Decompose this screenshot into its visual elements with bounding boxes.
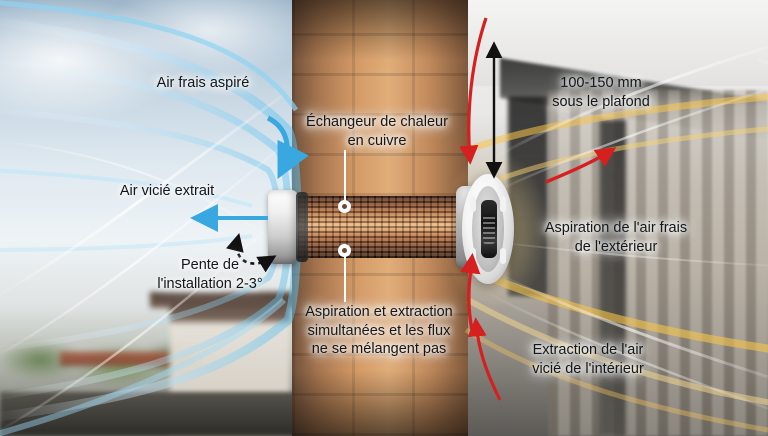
outer-grille-ring xyxy=(296,192,308,262)
copper-heat-exchanger xyxy=(290,196,472,258)
leader-line-top xyxy=(344,150,346,208)
label-heat-exchanger: Échangeur de chaleur en cuivre xyxy=(306,114,448,149)
label-fresh-air-in: Air frais aspiré xyxy=(156,75,250,91)
vent-slot-bottom xyxy=(470,248,476,264)
label-simultaneous-flows: Aspiration et extraction simultanées et … xyxy=(305,304,453,358)
vent-slot-right-top xyxy=(500,196,506,212)
vent-display-text xyxy=(483,214,495,244)
connector-pin-top xyxy=(338,200,351,213)
label-slope: Pente de l'installation 2-3° xyxy=(157,257,263,292)
wall-bottom-shadow xyxy=(292,370,468,436)
outer-end-cap xyxy=(268,190,298,264)
vent-slot-top xyxy=(470,196,476,212)
ground xyxy=(0,392,300,436)
outdoor-scene xyxy=(0,0,310,436)
sky xyxy=(0,0,300,250)
label-stale-air-out: Air vicié extrait xyxy=(119,183,215,199)
connector-pin-bottom xyxy=(338,244,351,257)
wall-top-shadow xyxy=(292,0,468,60)
label-ceiling-distance: 100-150 mm sous le plafond xyxy=(552,75,650,110)
label-intake-outside: Aspiration de l'air frais de l'extérieur xyxy=(544,220,688,255)
copper-fins xyxy=(290,196,472,258)
vent-slot-right-bottom xyxy=(500,248,506,264)
label-extract-inside: Extraction de l'air vicié de l'intérieur xyxy=(532,342,644,377)
red-roof xyxy=(60,352,170,366)
leader-line-bottom xyxy=(344,250,346,302)
